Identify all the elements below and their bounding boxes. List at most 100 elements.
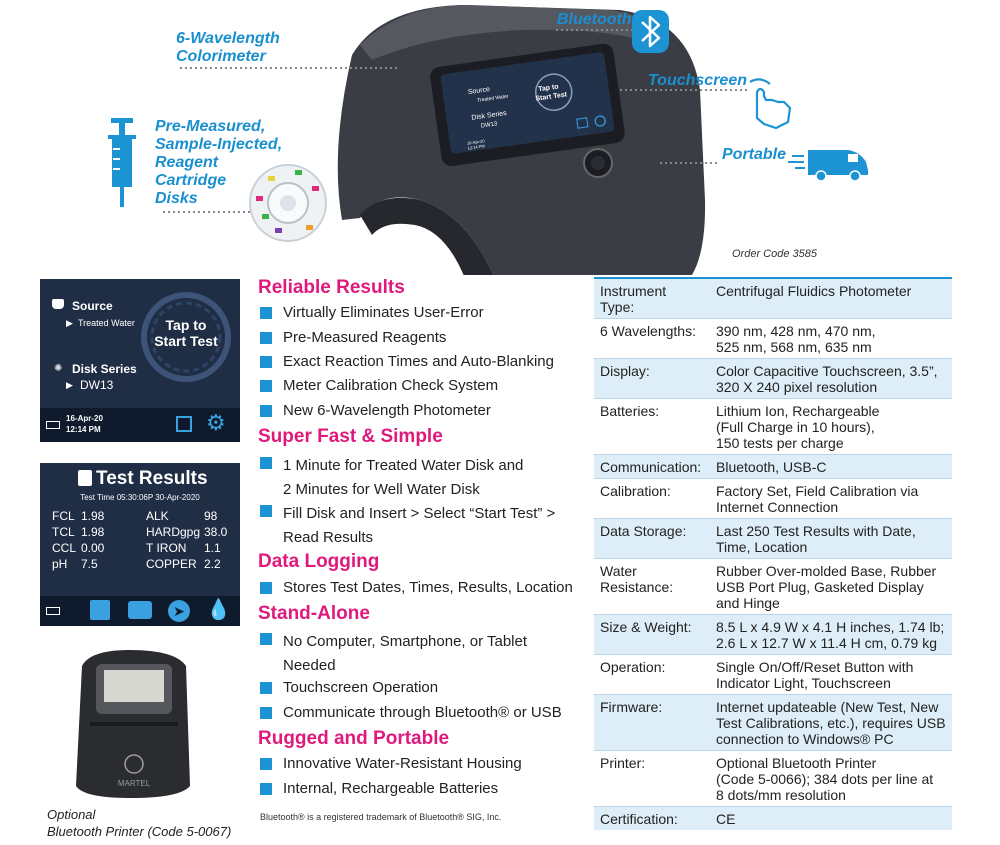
hand-pointer-icon xyxy=(749,78,792,130)
result-value: 1.1 xyxy=(204,541,221,555)
save-disk-icon[interactable] xyxy=(90,600,110,620)
spec-value: Optional Bluetooth Printer (Code 5-0066)… xyxy=(710,750,952,807)
result-name: pH xyxy=(52,557,68,571)
device-screen-date: 16-Apr-20 xyxy=(467,138,486,146)
device-screen-disk: Disk Series xyxy=(471,110,508,122)
source-value[interactable]: Treated Water xyxy=(78,318,135,328)
spec-row: Calibration:Factory Set, Field Calibrati… xyxy=(594,478,952,519)
spec-value: 390 nm, 428 nm, 470 nm, 525 nm, 568 nm, … xyxy=(710,318,952,359)
bullet-marker xyxy=(260,405,272,417)
result-name: ALK xyxy=(146,509,169,523)
spec-label: Certification: xyxy=(594,806,710,830)
spec-row: 6 Wavelengths:390 nm, 428 nm, 470 nm, 52… xyxy=(594,318,952,359)
disk-series-value[interactable]: DW13 xyxy=(80,378,114,392)
callout-touchscreen: Touchscreen xyxy=(648,72,747,89)
bullet-marker xyxy=(260,332,272,344)
spec-row: Display:Color Capacitive Touchscreen, 3.… xyxy=(594,358,952,399)
disk-arrow-icon: ▶ xyxy=(66,380,73,390)
tap-to-start-button[interactable]: Tap to Start Test xyxy=(152,317,220,349)
feature-item: New 6-Wavelength Photometer xyxy=(283,402,491,419)
bullet-marker xyxy=(260,356,272,368)
spec-row: Operation:Single On/Off/Reset Button wit… xyxy=(594,654,952,695)
spec-value: Last 250 Test Results with Date, Time, L… xyxy=(710,518,952,559)
spec-value: Rubber Over-molded Base, Rubber USB Port… xyxy=(710,558,952,615)
spec-row: Printer:Optional Bluetooth Printer (Code… xyxy=(594,750,952,807)
trademark-footnote: Bluetooth® is a registered trademark of … xyxy=(260,812,502,822)
feature-item: Meter Calibration Check System xyxy=(283,377,499,394)
storage-icon[interactable] xyxy=(176,416,192,432)
disk-series-label: Disk Series xyxy=(72,362,137,376)
spec-value: Single On/Off/Reset Button with Indicato… xyxy=(710,654,952,695)
spec-label: Firmware: xyxy=(594,694,710,751)
feature-item: No Computer, Smartphone, or Tablet Neede… xyxy=(283,633,528,674)
feature-item: Innovative Water-Resistant Housing xyxy=(283,755,522,772)
result-value: 98 xyxy=(204,509,218,523)
battery-icon xyxy=(46,421,60,429)
feature-item: Internal, Rechargeable Batteries xyxy=(283,780,499,797)
send-icon[interactable]: ➤ xyxy=(168,600,190,622)
tap-line-1: Tap to xyxy=(165,317,207,333)
spec-value: Color Capacitive Touchscreen, 3.5”, 320 … xyxy=(710,358,952,399)
bullet-marker xyxy=(260,505,272,517)
source-label: Source xyxy=(72,299,113,313)
heading-reliable-results: Reliable Results xyxy=(258,277,405,298)
heading-stand-alone: Stand-Alone xyxy=(258,603,370,624)
order-code: Order Code 3585 xyxy=(732,248,817,260)
spec-label: Printer: xyxy=(594,750,710,807)
test-time: Test Time 05:30:06P 30-Apr-2020 xyxy=(80,493,200,502)
spec-label: Calibration: xyxy=(594,478,710,519)
tap-line-2: Start Test xyxy=(154,333,218,349)
heading-data-logging: Data Logging xyxy=(258,551,380,572)
settings-gear-icon[interactable]: ⚙ xyxy=(206,410,226,435)
document-icon xyxy=(78,470,92,486)
spec-label: Batteries: xyxy=(594,398,710,455)
result-name: TCL xyxy=(52,525,75,539)
result-name: FCL xyxy=(52,509,75,523)
hero-illustration: Source Treated Water Tap to Start Test D… xyxy=(108,5,868,275)
battery-icon xyxy=(46,607,60,615)
spec-row: Size & Weight:8.5 L x 4.9 W x 4.1 H inch… xyxy=(594,614,952,655)
heading-rugged-portable: Rugged and Portable xyxy=(258,728,450,749)
device-screen-tap: Tap to xyxy=(538,83,559,93)
results-toolbar: ➤ 💧 xyxy=(40,596,240,626)
water-drop-icon[interactable]: 💧 xyxy=(206,599,231,621)
spec-label: Size & Weight: xyxy=(594,614,710,655)
spec-row: Communication:Bluetooth, USB-C xyxy=(594,454,952,479)
bullet-marker xyxy=(260,783,272,795)
result-value: 0.00 xyxy=(81,541,105,555)
bullet-marker xyxy=(260,457,272,469)
bullet-marker xyxy=(260,758,272,770)
disk-gear-icon: ✺ xyxy=(54,363,63,374)
bucket-icon xyxy=(52,299,64,309)
bullet-marker xyxy=(260,682,272,694)
callout-portable: Portable xyxy=(722,146,787,163)
printer-icon[interactable] xyxy=(128,601,152,619)
spec-label: Instrument Type: xyxy=(594,277,710,319)
bullet-marker xyxy=(260,707,272,719)
status-date: 16-Apr-20 xyxy=(66,414,103,423)
device-screen-time: 12:14 PM xyxy=(467,143,485,150)
spec-value: Bluetooth, USB-C xyxy=(710,454,952,479)
syringe-icon xyxy=(108,118,136,207)
spec-row: Certification:CE xyxy=(594,806,952,830)
spec-value: Lithium Ion, Rechargeable (Full Charge i… xyxy=(710,398,952,455)
spec-value: Centrifugal Fluidics Photometer xyxy=(710,277,952,319)
spec-row: Batteries:Lithium Ion, Rechargeable (Ful… xyxy=(594,398,952,455)
spec-value: CE xyxy=(710,806,952,830)
callout-bluetooth: Bluetooth xyxy=(557,11,632,28)
spec-label: 6 Wavelengths: xyxy=(594,318,710,359)
specifications-table: Instrument Type:Centrifugal Fluidics Pho… xyxy=(594,277,952,830)
feature-item: Touchscreen Operation xyxy=(283,679,439,696)
device-screen-source: Source xyxy=(467,86,490,96)
printer-brand: MARTEL xyxy=(118,779,151,788)
result-value: 2.2 xyxy=(204,557,221,571)
result-value: 7.5 xyxy=(81,557,98,571)
result-value: 38.0 xyxy=(204,525,228,539)
feature-item: Fill Disk and Insert > Select “Start Tes… xyxy=(283,505,556,546)
spec-row: Instrument Type:Centrifugal Fluidics Pho… xyxy=(594,277,952,319)
bluetooth-printer-image: MARTEL xyxy=(76,650,190,798)
bluetooth-icon xyxy=(632,10,669,53)
